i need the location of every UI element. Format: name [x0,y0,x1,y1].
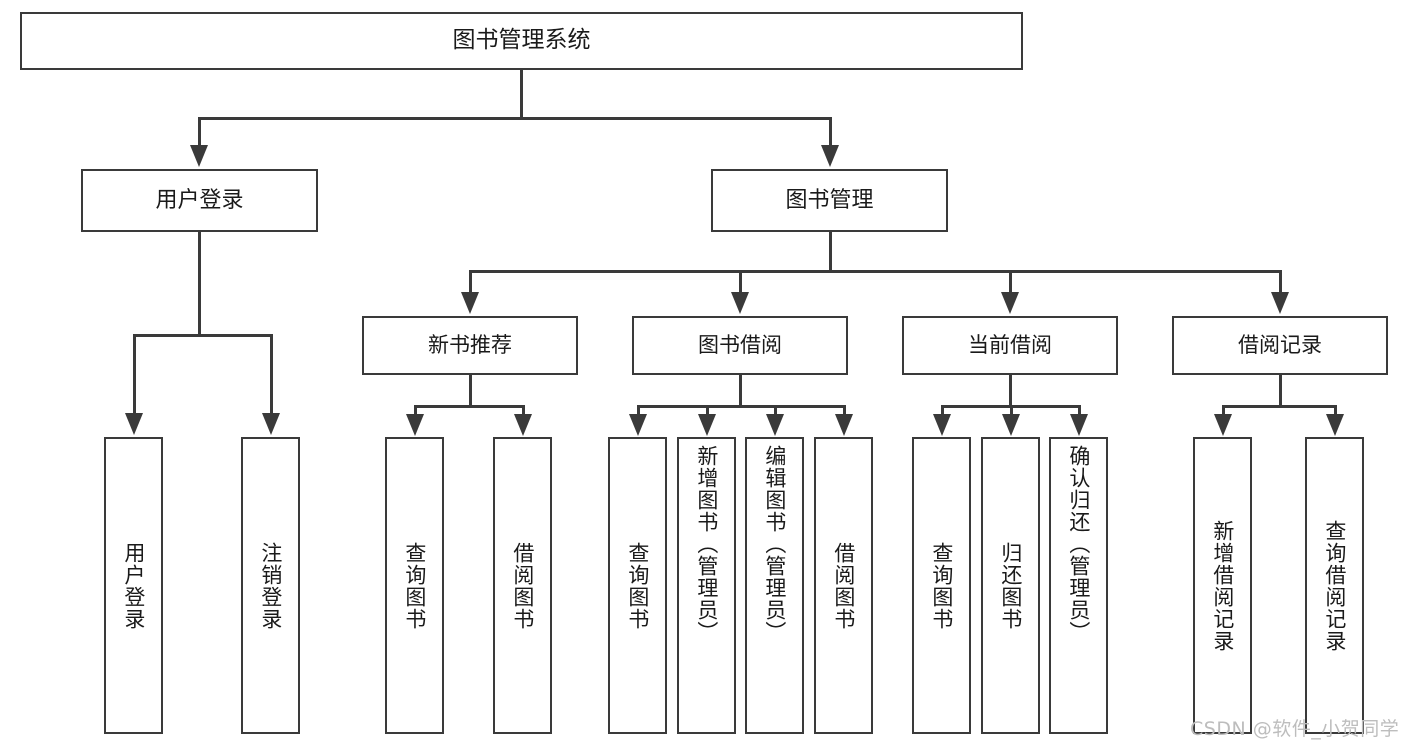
node-label: 归还图书 [998,541,1023,630]
edge-book-mgmt-to-lvl2-2 [739,270,742,294]
edge-user-login-stem [198,232,201,335]
edge-new-book-bar [414,405,525,408]
edge-new-book-stem [469,375,472,407]
node-label: 借阅记录 [1238,333,1322,358]
edge-book-mgmt-to-lvl2-4 [1279,270,1282,294]
edge-book-borrow-stem [739,375,742,407]
node-label: 确认归还（管理员） [1066,445,1091,643]
arrowhead-down-icon [1002,414,1020,436]
arrowhead-down-icon [731,292,749,314]
node-label: 借阅图书 [510,541,535,630]
leaf-user-login-login[interactable]: 用户登录 [104,437,163,734]
leaf-new-book-query-book[interactable]: 查询图书 [385,437,444,734]
node-label: 注销登录 [258,541,283,630]
edge-user-login-bar [133,334,270,337]
leaf-new-book-borrow-book[interactable]: 借阅图书 [493,437,552,734]
leaf-current-borrow-query-book[interactable]: 查询图书 [912,437,971,734]
node-label: 用户登录 [121,541,146,630]
edge-user-login-to-leaf-1 [133,334,136,415]
arrowhead-down-icon [1271,292,1289,314]
node-label: 图书借阅 [698,333,782,358]
arrowhead-down-icon [1070,414,1088,436]
edge-book-borrow-to-leaf-4 [843,405,846,417]
node-label: 查询借阅记录 [1322,519,1347,652]
edge-borrow-record-to-leaf-2 [1334,405,1337,417]
node-label: 新增借阅记录 [1210,519,1235,652]
edge-current-borrow-to-leaf-1 [941,405,944,417]
edge-book-borrow-to-leaf-2 [706,405,709,417]
node-label: 新增图书（管理员） [694,445,719,643]
arrowhead-down-icon [629,414,647,436]
node-borrow-record[interactable]: 借阅记录 [1172,316,1388,375]
edge-book-borrow-bar [637,405,844,408]
arrowhead-down-icon [766,414,784,436]
node-label: 用户登录 [155,187,244,213]
leaf-borrow-record-add-record[interactable]: 新增借阅记录 [1193,437,1252,734]
edge-book-mgmt-to-lvl2-3 [1009,270,1012,294]
edge-book-mgmt-bar [469,270,1281,273]
arrowhead-down-icon [933,414,951,436]
edge-user-login-to-leaf-2 [270,334,273,415]
csdn-watermark: CSDN @软件_小贺同学 [1190,718,1400,740]
node-label: 新书推荐 [428,333,512,358]
node-book-management[interactable]: 图书管理 [711,169,948,232]
edge-book-borrow-to-leaf-1 [637,405,640,417]
edge-current-borrow-to-leaf-3 [1078,405,1081,417]
arrowhead-down-icon [1001,292,1019,314]
arrowhead-down-icon [835,414,853,436]
edge-borrow-record-bar [1222,405,1337,408]
node-label: 编辑图书（管理员） [762,445,787,643]
arrowhead-down-icon [1326,414,1344,436]
edge-root-stem [520,70,523,118]
leaf-book-borrow-edit-book-admin[interactable]: 编辑图书（管理员） [745,437,804,734]
edge-book-borrow-to-leaf-3 [774,405,777,417]
node-current-borrow[interactable]: 当前借阅 [902,316,1118,375]
leaf-user-login-logout[interactable]: 注销登录 [241,437,300,734]
edge-borrow-record-stem [1279,375,1282,407]
leaf-book-borrow-borrow-book[interactable]: 借阅图书 [814,437,873,734]
arrowhead-down-icon [514,414,532,436]
leaf-current-borrow-confirm-return-admin[interactable]: 确认归还（管理员） [1049,437,1108,734]
edge-root-bar [198,117,832,120]
arrowhead-down-icon [262,413,280,435]
node-label: 借阅图书 [831,541,856,630]
edge-borrow-record-to-leaf-1 [1222,405,1225,417]
arrowhead-down-icon [698,414,716,436]
node-label: 当前借阅 [968,333,1052,358]
node-new-book-recommend[interactable]: 新书推荐 [362,316,578,375]
node-book-borrow[interactable]: 图书借阅 [632,316,848,375]
edge-current-borrow-to-leaf-2 [1010,405,1013,417]
node-label: 查询图书 [929,541,954,630]
arrowhead-down-icon [461,292,479,314]
node-user-login[interactable]: 用户登录 [81,169,318,232]
arrowhead-down-icon [821,145,839,167]
leaf-current-borrow-return-book[interactable]: 归还图书 [981,437,1040,734]
leaf-book-borrow-query-book[interactable]: 查询图书 [608,437,667,734]
edge-root-to-book-mgmt [829,117,832,147]
node-label: 图书管理 [785,187,874,213]
arrowhead-down-icon [1214,414,1232,436]
edge-current-borrow-stem [1009,375,1012,407]
leaf-borrow-record-query-record[interactable]: 查询借阅记录 [1305,437,1364,734]
edge-new-book-to-leaf-2 [522,405,525,417]
arrowhead-down-icon [406,414,424,436]
edge-new-book-to-leaf-1 [414,405,417,417]
edge-root-to-user-login [198,117,201,147]
arrowhead-down-icon [190,145,208,167]
node-label: 图书管理系统 [452,27,591,54]
node-label: 查询图书 [402,541,427,630]
edge-book-mgmt-to-lvl2-1 [469,270,472,294]
node-root-system[interactable]: 图书管理系统 [20,12,1023,70]
leaf-book-borrow-add-book-admin[interactable]: 新增图书（管理员） [677,437,736,734]
node-label: 查询图书 [625,541,650,630]
edge-book-mgmt-stem [829,232,832,272]
arrowhead-down-icon [125,413,143,435]
